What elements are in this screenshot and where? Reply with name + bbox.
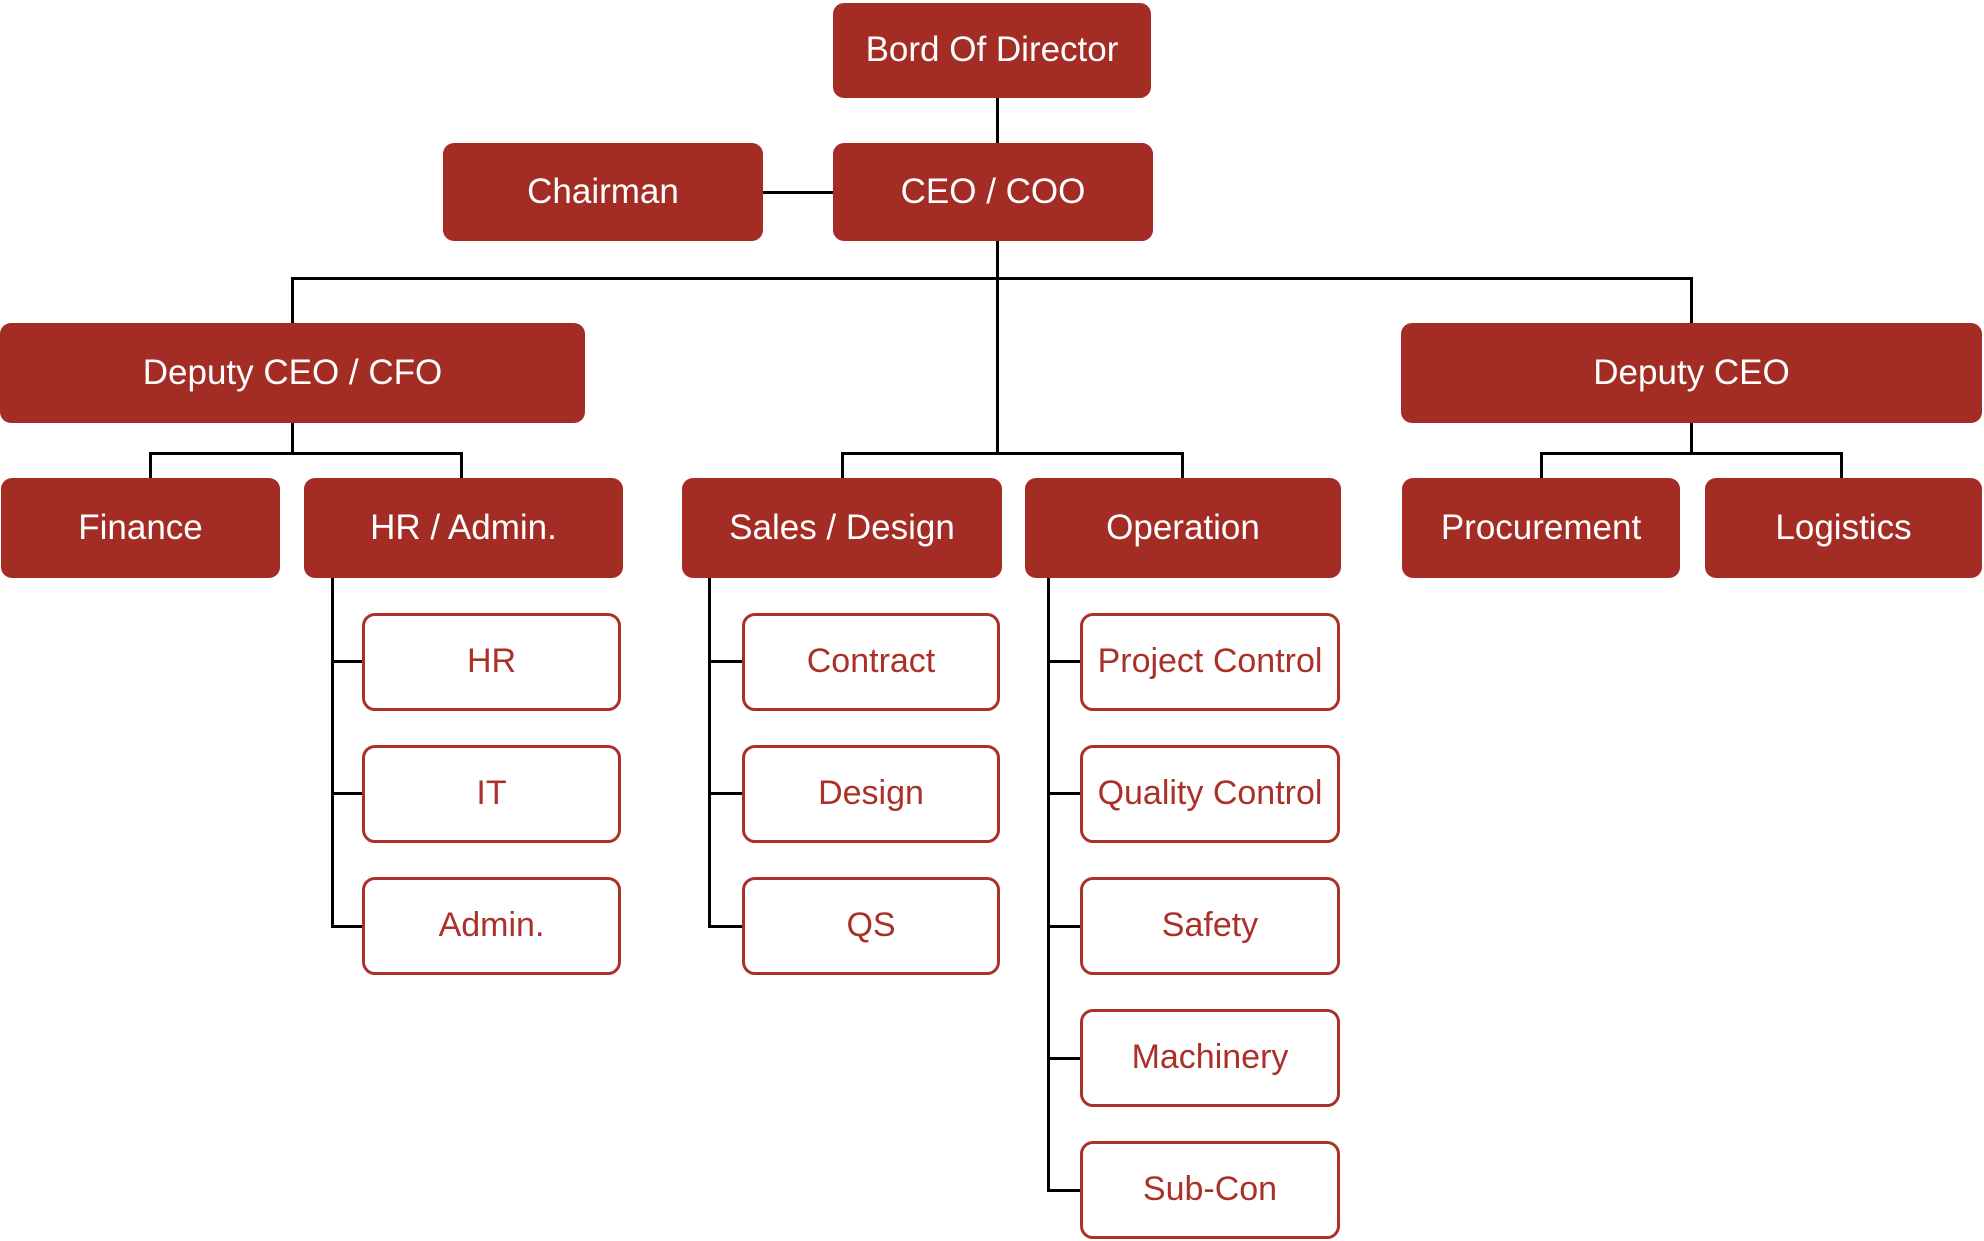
connector-stub-sub-con bbox=[1047, 1189, 1080, 1192]
connector-main-horizontal bbox=[291, 277, 1693, 280]
connector-chairman-to-ceo bbox=[763, 191, 833, 194]
connector-drop-operation bbox=[1181, 452, 1184, 478]
connector-right-horizontal bbox=[1540, 452, 1843, 455]
connector-drop-finance bbox=[149, 452, 152, 478]
node-sales-design: Sales / Design bbox=[682, 478, 1002, 578]
connector-stub-it bbox=[331, 792, 362, 795]
node-hr-admin: HR / Admin. bbox=[304, 478, 623, 578]
connector-stub-hr bbox=[331, 660, 362, 663]
connector-stub-quality-control bbox=[1047, 792, 1080, 795]
node-deputy-ceo: Deputy CEO bbox=[1401, 323, 1982, 423]
connector-drop-deputy-ceo bbox=[1690, 277, 1693, 323]
connector-operation-trunk bbox=[1047, 578, 1050, 1192]
subnode-qs: QS bbox=[742, 877, 1000, 975]
connector-center-down bbox=[996, 277, 999, 455]
subnode-safety: Safety bbox=[1080, 877, 1340, 975]
connector-stub-design bbox=[708, 792, 742, 795]
connector-drop-deputy-ceo-cfo bbox=[291, 277, 294, 323]
subnode-hr: HR bbox=[362, 613, 621, 711]
node-logistics: Logistics bbox=[1705, 478, 1982, 578]
connector-drop-logistics bbox=[1840, 452, 1843, 478]
connector-board-to-ceo bbox=[996, 97, 999, 144]
node-procurement: Procurement bbox=[1402, 478, 1680, 578]
connector-mid-horizontal bbox=[841, 452, 1184, 455]
connector-drop-procurement bbox=[1540, 452, 1543, 478]
connector-ceo-down bbox=[996, 240, 999, 280]
connector-stub-qs bbox=[708, 925, 742, 928]
connector-stub-machinery bbox=[1047, 1057, 1080, 1060]
subnode-it: IT bbox=[362, 745, 621, 843]
subnode-sub-con: Sub-Con bbox=[1080, 1141, 1340, 1239]
connector-left-horizontal bbox=[149, 452, 463, 455]
subnode-contract: Contract bbox=[742, 613, 1000, 711]
connector-stub-admin bbox=[331, 925, 362, 928]
node-finance: Finance bbox=[1, 478, 280, 578]
connector-deputy-ceo-down bbox=[1690, 423, 1693, 455]
connector-stub-project-control bbox=[1047, 660, 1080, 663]
connector-deputy-ceo-cfo-down bbox=[291, 423, 294, 455]
subnode-machinery: Machinery bbox=[1080, 1009, 1340, 1107]
connector-drop-hr-admin bbox=[460, 452, 463, 478]
node-operation: Operation bbox=[1025, 478, 1341, 578]
node-chairman: Chairman bbox=[443, 143, 763, 241]
connector-hr-admin-trunk bbox=[331, 578, 334, 928]
connector-sales-trunk bbox=[708, 578, 711, 928]
subnode-project-control: Project Control bbox=[1080, 613, 1340, 711]
node-deputy-ceo-cfo: Deputy CEO / CFO bbox=[0, 323, 585, 423]
connector-stub-contract bbox=[708, 660, 742, 663]
connector-stub-safety bbox=[1047, 925, 1080, 928]
connector-drop-sales-design bbox=[841, 452, 844, 478]
node-ceo-coo: CEO / COO bbox=[833, 143, 1153, 241]
subnode-design: Design bbox=[742, 745, 1000, 843]
node-board-of-director: Bord Of Director bbox=[833, 3, 1151, 98]
subnode-quality-control: Quality Control bbox=[1080, 745, 1340, 843]
subnode-admin: Admin. bbox=[362, 877, 621, 975]
